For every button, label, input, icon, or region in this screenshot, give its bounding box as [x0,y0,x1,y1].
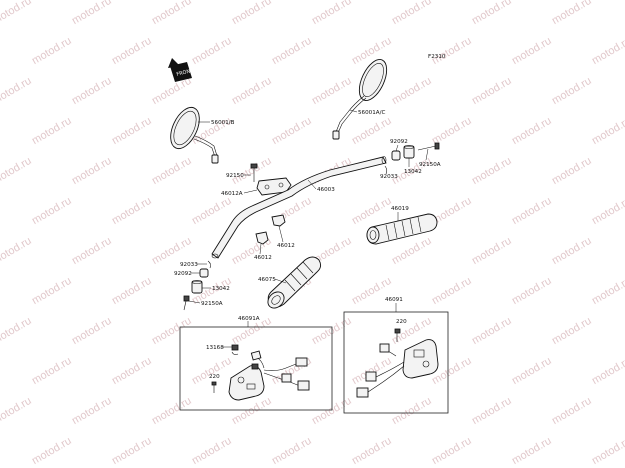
label-holder-lower-a: 46012 [277,243,295,249]
handlebar[interactable] [211,156,387,259]
label-clip-13168: 13168 [206,345,224,351]
label-weight-13042-right: 13042 [404,169,422,175]
lower-holder-a[interactable] [271,214,286,227]
label-weight-13042-left: 13042 [212,286,230,292]
weight-13042-left[interactable] [191,280,203,294]
front-arrow-icon: FRONT [168,58,195,82]
weight-92092-left[interactable] [199,268,209,278]
label-screw-220-left: 220 [209,374,220,380]
left-mirror[interactable] [165,103,219,164]
label-holder-lower-b: 46012 [254,255,272,261]
label-cap-92033-left: 92033 [180,262,198,268]
right-switch-wiring[interactable] [356,343,405,398]
label-bolt-92150a-left: 92150A [201,301,223,307]
right-grip[interactable] [366,213,438,245]
bolt-92150a-right[interactable] [417,142,440,151]
weight-13042-right[interactable] [403,145,415,159]
label-grip-right: 46019 [391,206,409,212]
label-weight-92092-left: 92092 [174,271,192,277]
label-cap-92033-right: 92033 [380,174,398,180]
label-bolt-92150: 92150 [226,173,244,179]
left-grip[interactable] [265,256,322,311]
right-mirror[interactable] [332,55,392,140]
label-mirror-right: 56001A/C [358,110,386,116]
right-switch-housing[interactable] [402,339,439,379]
label-mirror-left: 56001/B [211,120,235,126]
label-weight-92092-right: 92092 [390,139,408,145]
label-holder-upper: 46012A [221,191,243,197]
label-handlebar: 46003 [317,187,335,193]
left-switch-housing[interactable] [228,363,265,401]
screw-220-right[interactable] [394,328,401,342]
label-bolt-92150a-right: 92150A [419,162,441,168]
clip-13168[interactable] [231,344,239,355]
cap-92033-left[interactable] [207,260,211,269]
label-grip-left: 46075 [258,277,276,283]
bolt-92150a-left[interactable] [183,295,190,311]
front-label: FRONT [176,68,195,78]
figure-code: F2310 [428,54,446,60]
cap-92033-right[interactable] [384,165,388,175]
weight-92092-right[interactable] [391,150,401,161]
bolt-92150[interactable] [250,163,258,182]
label-switch-left: 46091A [238,316,260,322]
lower-holder-b[interactable] [255,231,269,245]
left-switch-box [179,326,333,411]
label-screw-220-right: 220 [396,319,407,325]
screw-220-left[interactable] [211,381,217,393]
label-switch-right: 46091 [385,297,403,303]
left-switch-wiring[interactable] [250,350,310,391]
